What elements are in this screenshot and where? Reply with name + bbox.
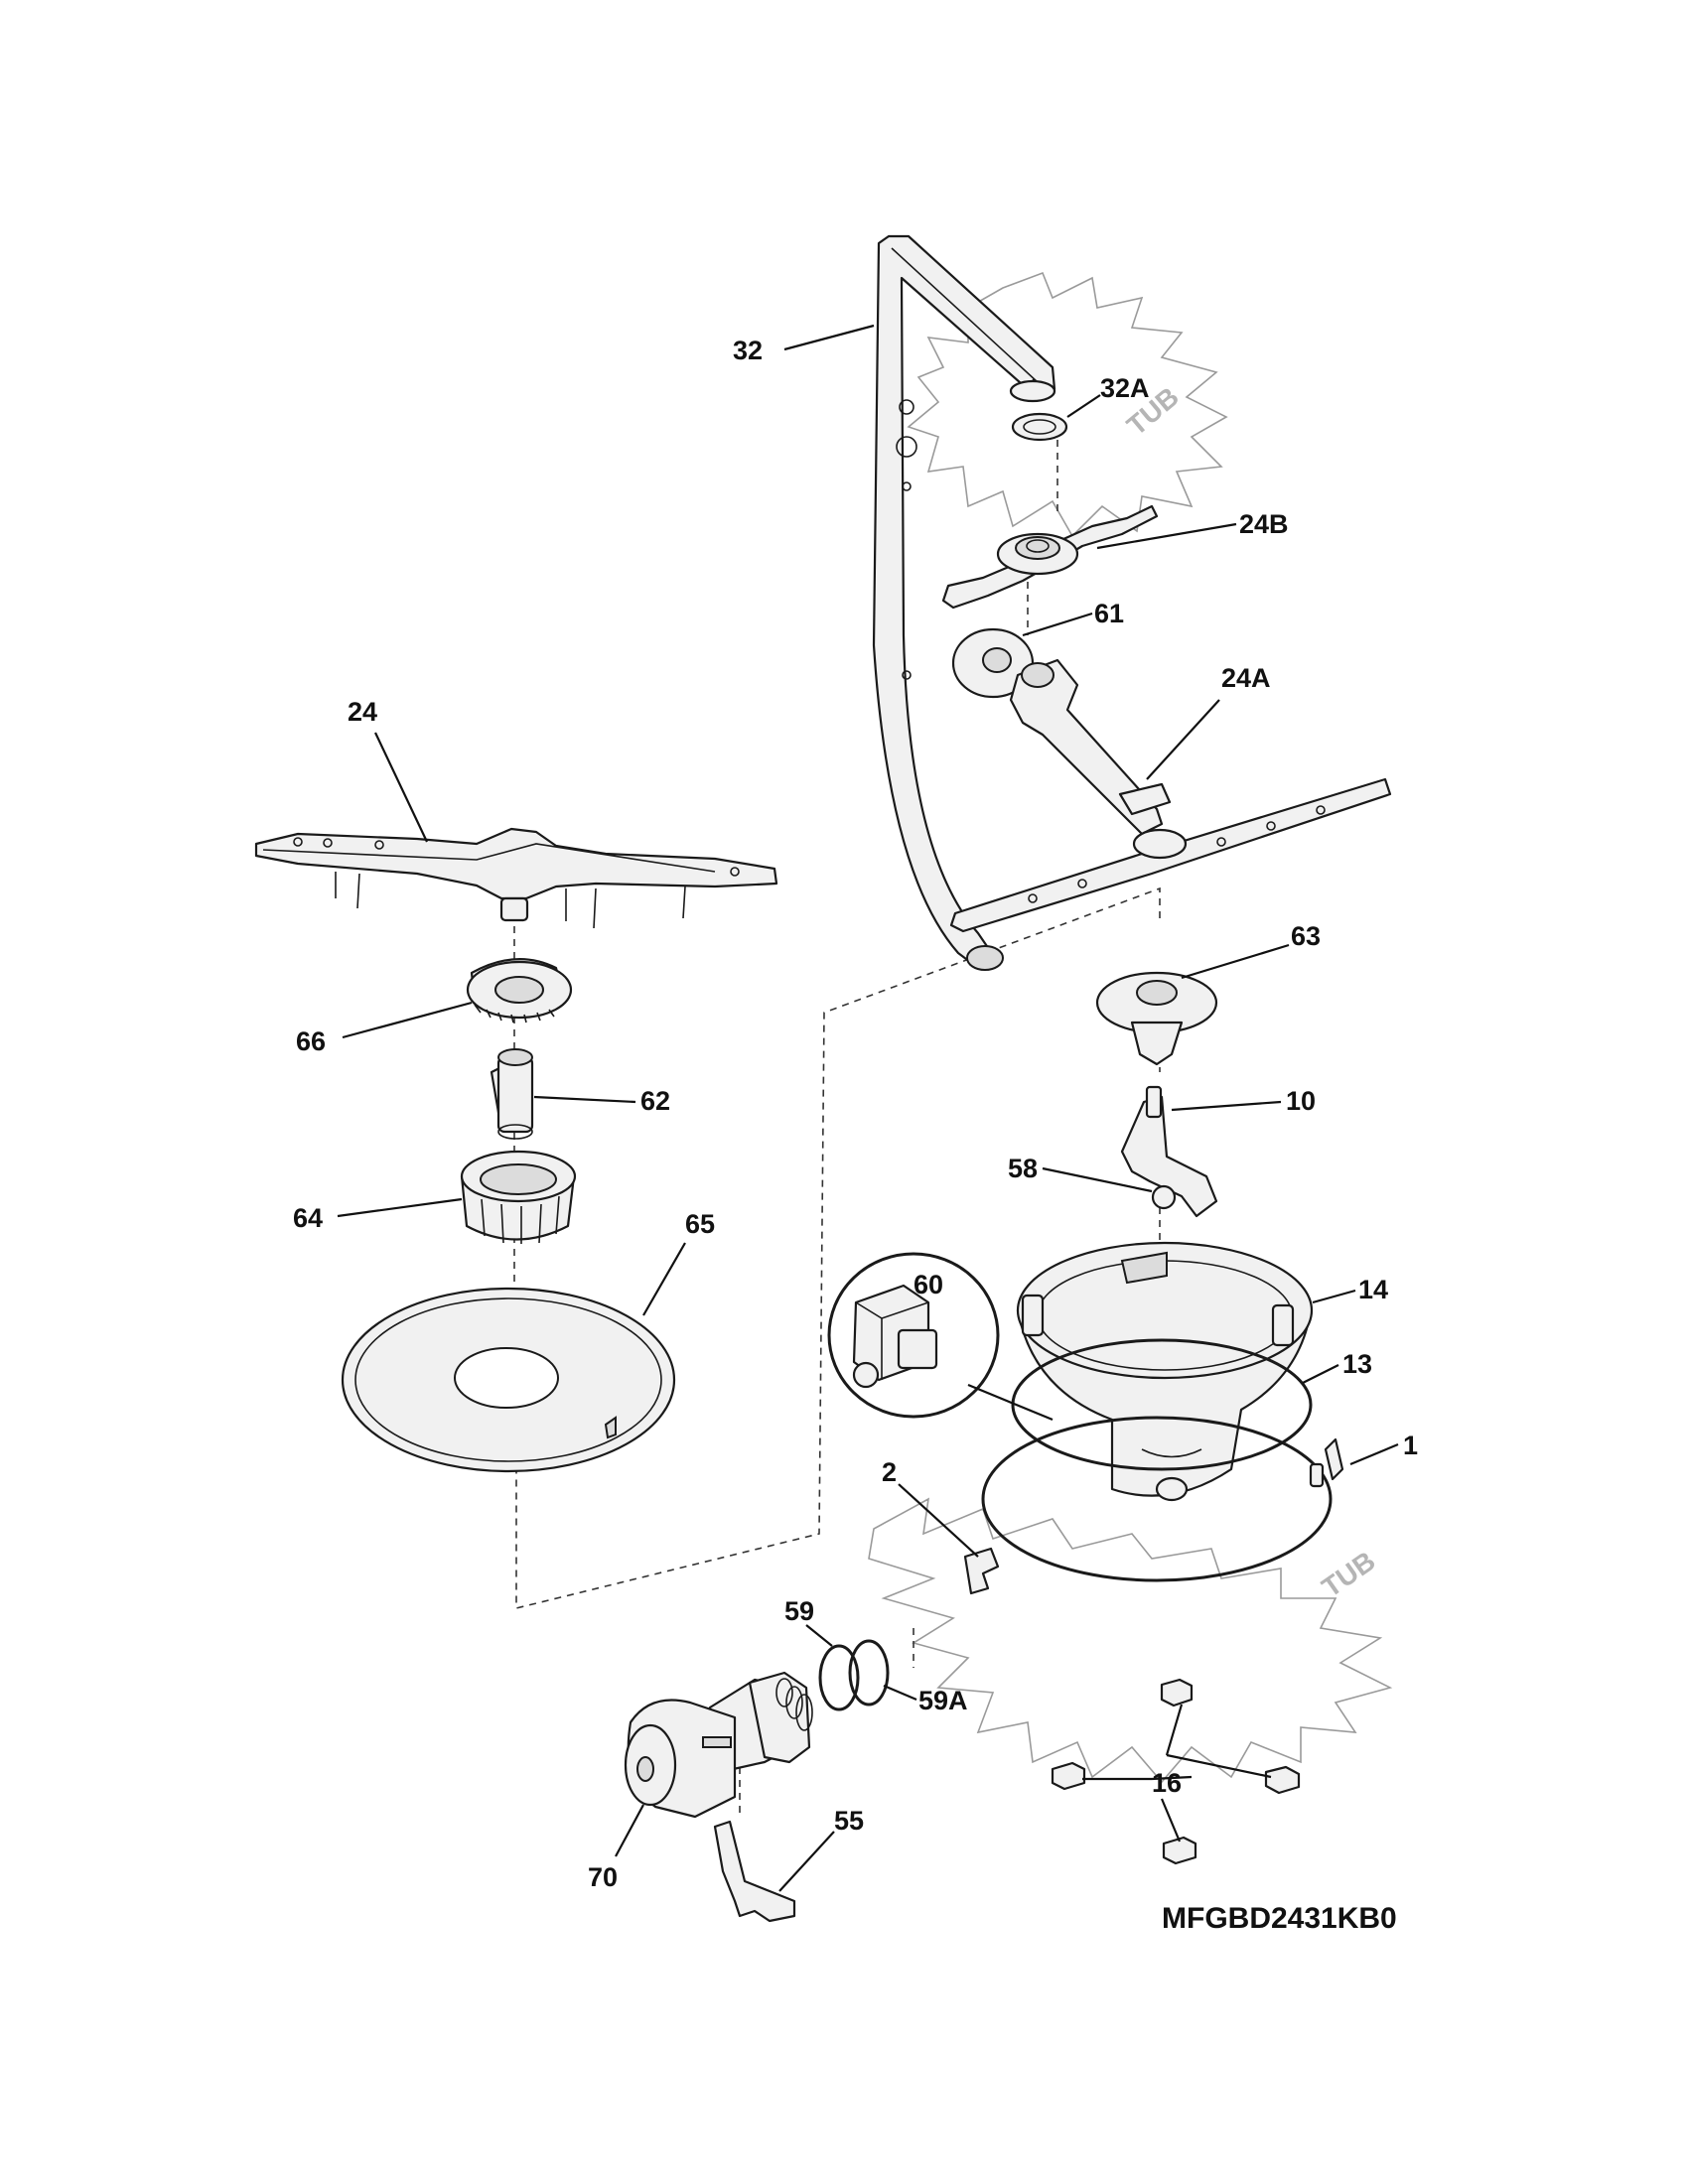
callout-70: 70: [588, 1862, 618, 1892]
lower-spray-arm: [949, 777, 1392, 933]
callout-24: 24: [348, 697, 377, 727]
callout-55: 55: [834, 1806, 864, 1836]
cup-63: [1095, 971, 1218, 1066]
o-ring-59: [818, 1644, 860, 1711]
model-number: MFGBD2431KB0: [1162, 1902, 1397, 1935]
ball-58: [1151, 1184, 1177, 1210]
callout-13: 13: [1342, 1349, 1372, 1379]
inset-60: [827, 1252, 1054, 1422]
callout-2: 2: [882, 1457, 897, 1487]
callout-59a: 59A: [918, 1686, 968, 1715]
callout-64: 64: [293, 1203, 323, 1233]
washer-disc-61: [951, 627, 1035, 699]
callout-1: 1: [1403, 1431, 1418, 1460]
callout-62: 62: [640, 1086, 670, 1116]
callout-10: 10: [1286, 1086, 1316, 1116]
callout-32: 32: [733, 336, 763, 365]
upper-spray-arm-24b: [941, 504, 1159, 610]
callout-61: 61: [1094, 599, 1124, 628]
feet-16: [1051, 1678, 1301, 1865]
leader-lines: [337, 324, 1399, 1892]
callout-65: 65: [685, 1209, 715, 1239]
pump-motor-70: [624, 1671, 813, 1819]
callout-24b: 24B: [1239, 509, 1289, 539]
callout-labels: 32 32A 24B 61 24A 24 63 66 62 10 58 64 6…: [293, 336, 1418, 1892]
gear-66: [466, 958, 573, 1024]
tube-62: [490, 1048, 534, 1140]
callout-32a: 32A: [1100, 373, 1150, 403]
filter-screen-65: [341, 1287, 676, 1473]
sump-14: [1016, 1241, 1314, 1502]
bracket-55: [713, 1820, 796, 1923]
clip-2: [963, 1547, 1000, 1595]
lower-tub-outline: TUB: [868, 1497, 1393, 1784]
tub-text-lower: TUB: [1317, 1546, 1381, 1603]
callout-16: 16: [1152, 1768, 1182, 1798]
callout-63: 63: [1291, 921, 1321, 951]
spray-arm-24: [254, 827, 778, 929]
o-ring-59a: [848, 1639, 890, 1706]
gasket-13: [1011, 1338, 1313, 1471]
filter-basket-64: [460, 1150, 577, 1244]
callout-59: 59: [784, 1596, 814, 1626]
callout-58: 58: [1008, 1154, 1038, 1183]
callout-66: 66: [296, 1026, 326, 1056]
bracket-10: [1120, 1085, 1218, 1218]
callout-24a: 24A: [1221, 663, 1271, 693]
seal-ring-32a: [1011, 412, 1068, 442]
callout-14: 14: [1358, 1275, 1388, 1304]
manifold-tube-24a: [1009, 658, 1172, 836]
ring-clamp-1: [981, 1416, 1344, 1582]
callout-60: 60: [914, 1270, 943, 1299]
